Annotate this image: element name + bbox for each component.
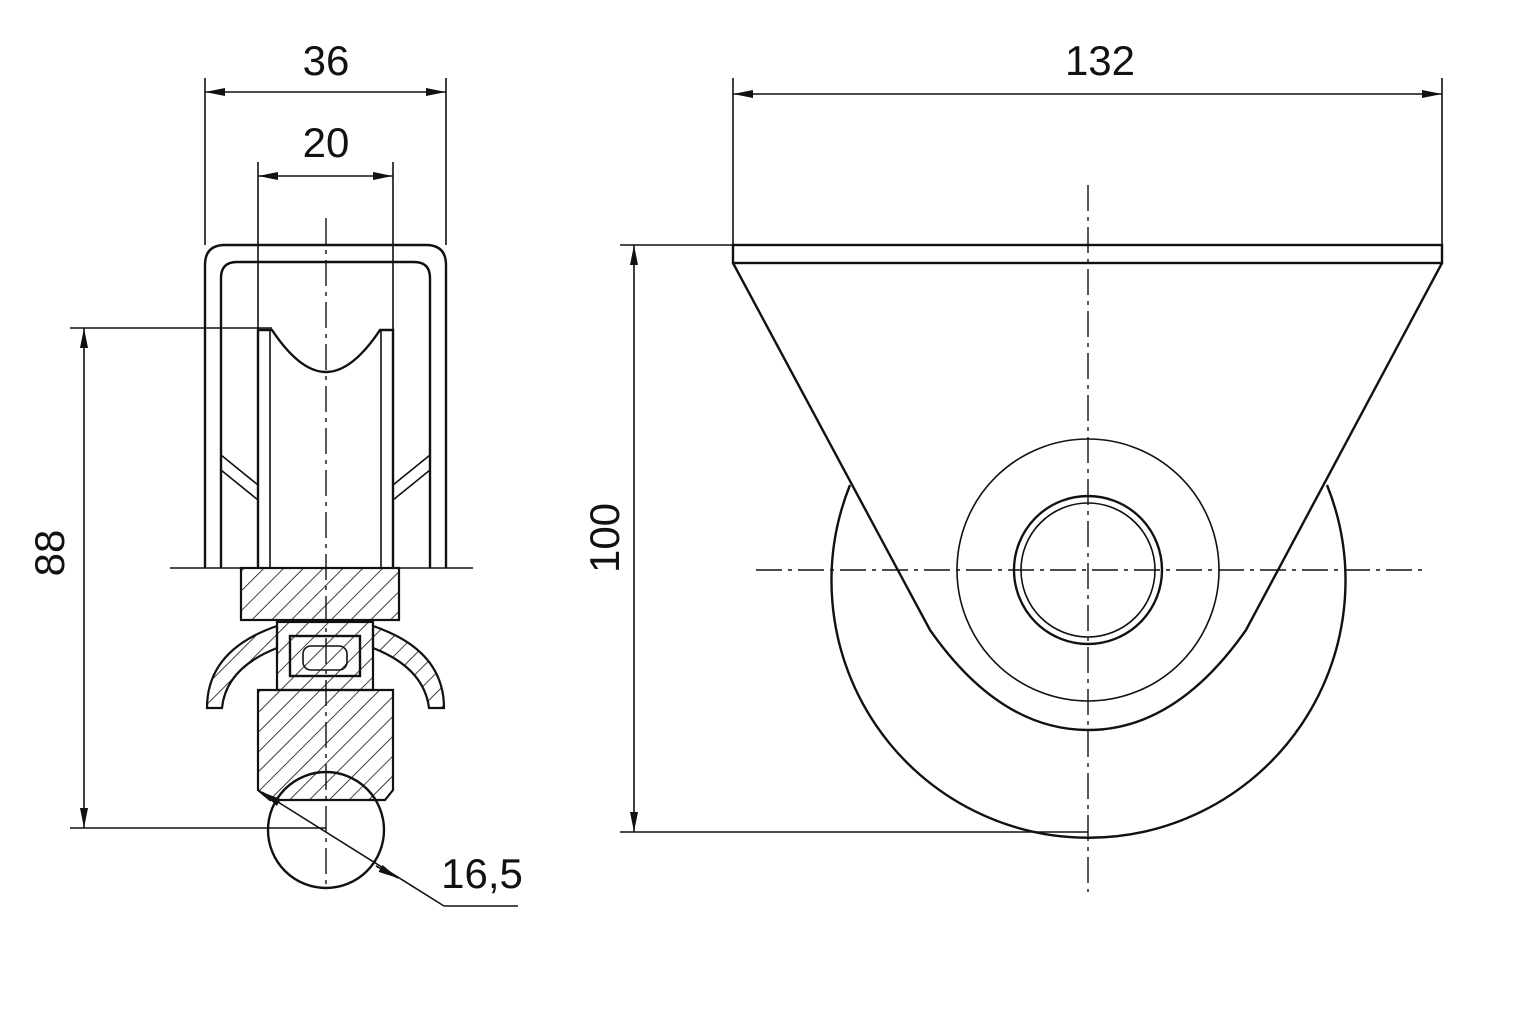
side-view: 36 20 88 16,5 (26, 37, 523, 907)
side-lower-crescent-right (371, 624, 446, 710)
dim-16-5-label: 16,5 (441, 850, 523, 897)
dim-16-5: 16,5 (261, 791, 523, 907)
front-view: 132 100 (581, 37, 1444, 892)
dim-20: 20 (257, 119, 394, 330)
side-lower-crescent-left (205, 624, 279, 710)
dim-88: 88 (26, 327, 326, 829)
side-axle-block (239, 566, 401, 622)
dim-100: 100 (581, 244, 1088, 833)
dim-100-label: 100 (581, 503, 628, 573)
side-bearing (275, 620, 375, 692)
dim-132-label: 132 (1065, 37, 1135, 84)
dim-88-label: 88 (26, 530, 73, 577)
dim-36-label: 36 (303, 37, 350, 84)
dim-36: 36 (204, 37, 447, 245)
side-bracket-outer (203, 243, 448, 568)
side-wheel-body (256, 328, 395, 568)
front-bracket (731, 262, 1444, 732)
dim-20-label: 20 (303, 119, 350, 166)
dim-132: 132 (732, 37, 1443, 245)
